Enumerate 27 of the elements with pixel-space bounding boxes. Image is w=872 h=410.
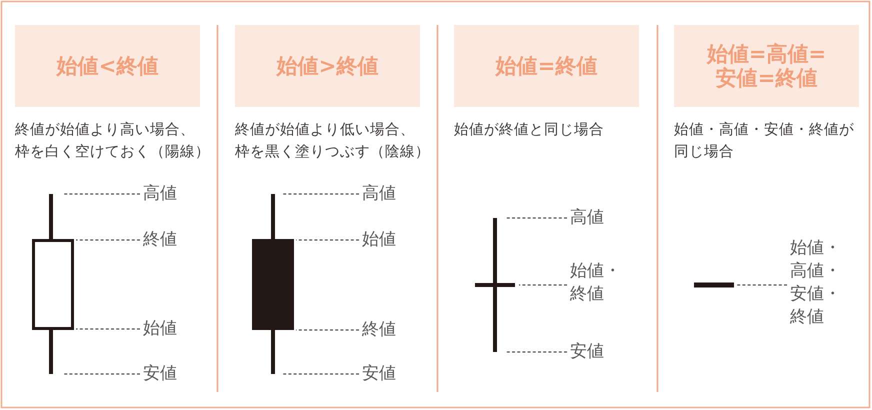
- heading-banner: 始値<終値: [15, 25, 200, 107]
- price-label: 安値: [143, 362, 177, 386]
- description-text: 始値が終値と同じ場合: [454, 121, 605, 140]
- description-text: 終値が始値より高い場合、枠を白く空けておく（陽線）: [15, 120, 211, 162]
- leader-line: [76, 328, 140, 330]
- price-label: 高値: [143, 182, 177, 206]
- price-label: 始値: [362, 228, 396, 252]
- price-label: 始値: [143, 318, 177, 340]
- price-label: 安値: [570, 340, 604, 364]
- price-label: 終値: [362, 318, 396, 342]
- price-label: 始値・高値・安値・終値: [790, 237, 843, 329]
- price-label: 安値: [362, 362, 396, 386]
- candlestick: [32, 194, 74, 374]
- heading-banner: 始値=高値=安値=終値: [674, 25, 859, 107]
- price-label: 高値: [570, 206, 604, 230]
- candlestick: [252, 194, 294, 374]
- heading-banner: 始値=終値: [454, 25, 639, 107]
- price-label: 高値: [362, 182, 396, 206]
- price-label: 終値: [143, 228, 177, 252]
- candlestick: [694, 282, 734, 288]
- leader-line: [736, 284, 788, 286]
- leader-line: [518, 284, 568, 286]
- price-label: 始値・終値: [570, 260, 623, 306]
- description-text: 始値・高値・安値・終値が同じ場合: [674, 120, 855, 162]
- description-text: 終値が始値より低い場合、枠を黒く塗りつぶす（陰線）: [235, 121, 431, 162]
- heading-banner: 始値>終値: [235, 25, 420, 107]
- candlestick: [475, 218, 515, 352]
